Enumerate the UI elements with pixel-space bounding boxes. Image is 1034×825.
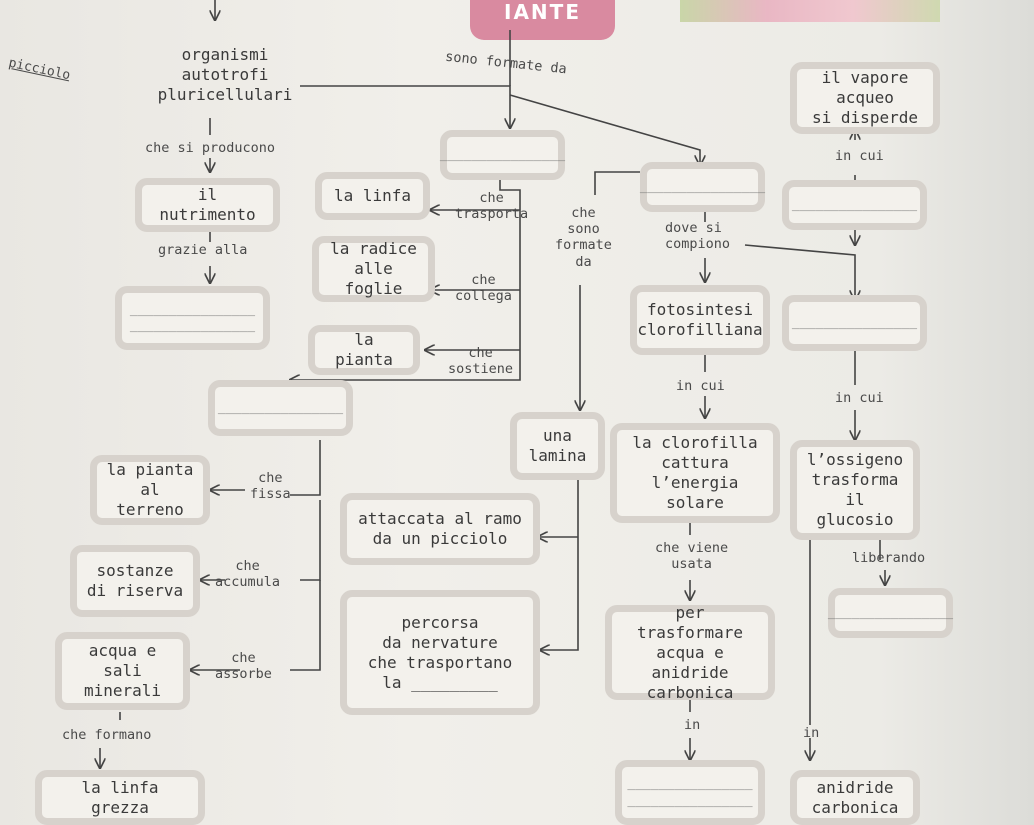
- node-pianta-sostiene: la pianta: [308, 325, 420, 375]
- node-blank-right-low: ________________: [828, 588, 953, 638]
- node-blank-center-top: ________________: [440, 130, 565, 180]
- node-blank-bottom: ________________ ________________: [615, 760, 765, 825]
- node-pianta-terreno: la pianta al terreno: [90, 455, 210, 525]
- label-che-collega: che collega: [455, 272, 512, 305]
- label-che-trasporta: che trasporta: [455, 190, 529, 223]
- flower-photo: [680, 0, 940, 22]
- node-blank-left: ________________ ________________: [115, 286, 270, 350]
- node-attaccata: attaccata al ramo da un picciolo: [340, 493, 540, 565]
- node-blank-right-top: ________________: [782, 180, 927, 230]
- label-che-assorbe: che assorbe: [215, 650, 272, 683]
- label-che-formano: che formano: [62, 727, 152, 743]
- node-clorofilla: la clorofilla cattura l’energia solare: [610, 423, 780, 523]
- node-anidride: anidride carbonica: [790, 770, 920, 825]
- node-blank-right-center: ________________: [640, 162, 765, 212]
- label-in-cui-right: in cui: [835, 390, 884, 406]
- node-trasformare: per trasformare acqua e anidride carboni…: [605, 603, 775, 702]
- label-in-cui-mid: in cui: [676, 378, 725, 394]
- node-blank-mid: ________________: [208, 380, 353, 436]
- node-ossigeno: l’ossigeno trasforma il glucosio: [790, 440, 920, 540]
- node-organismi: organismi autotrofi pluricellulari: [157, 45, 293, 104]
- label-in-right: in: [803, 725, 820, 741]
- label-liberando: liberando: [852, 550, 926, 566]
- label-dove-compiono: dove si compiono: [665, 220, 731, 253]
- node-linfa-grezza: la linfa grezza: [35, 770, 205, 825]
- label-che-sono-formate: che sono formate da: [555, 205, 612, 270]
- label-che-viene-usata: che viene usata: [655, 540, 729, 573]
- label-che-accumula: che accumula: [215, 558, 281, 591]
- label-grazie-alla: grazie alla: [158, 242, 248, 258]
- node-fotosintesi: fotosintesi clorofilliana: [630, 285, 770, 355]
- node-blank-right-mid: ________________: [782, 295, 927, 351]
- title-badge: IANTE: [470, 0, 615, 40]
- node-sostanze-riserva: sostanze di riserva: [70, 545, 200, 617]
- node-linfa: la linfa: [315, 172, 430, 220]
- label-in-cui-top: in cui: [835, 148, 884, 164]
- label-in-center: in: [684, 717, 701, 733]
- node-lamina: una lamina: [510, 412, 605, 480]
- label-si-producono: che si producono: [145, 140, 276, 156]
- node-radice: la radice alle foglie: [312, 236, 435, 302]
- node-nutrimento: il nutrimento: [135, 178, 280, 232]
- node-percorsa: percorsa da nervature che trasportano la…: [340, 590, 540, 715]
- label-che-sostiene: che sostiene: [448, 345, 514, 378]
- label-che-fissa: che fissa: [250, 470, 291, 503]
- node-vapore: il vapore acqueo si disperde: [790, 62, 940, 134]
- node-acqua-sali: acqua e sali minerali: [55, 632, 190, 710]
